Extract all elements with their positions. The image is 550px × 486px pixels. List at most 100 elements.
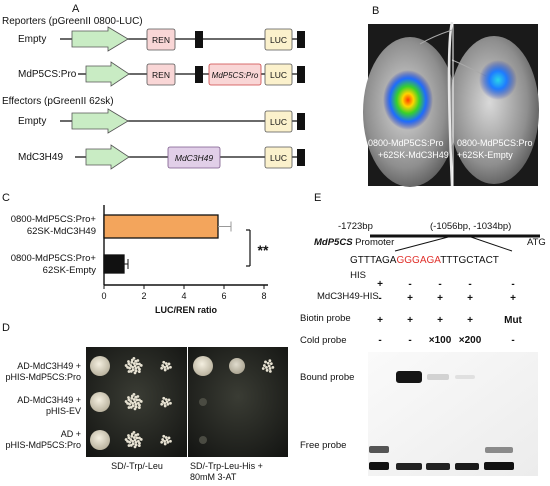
colony-dot (131, 404, 135, 408)
promoter-word: Promoter (353, 237, 395, 248)
luc-box (264, 28, 293, 51)
colony-dot (169, 365, 172, 369)
construct-reporter-mdp5cs: MdP5CS:Pro REN MdP5CS:Pro LUC (18, 61, 305, 87)
terminator-block (195, 31, 203, 48)
colony-dot (127, 360, 130, 363)
colony-dot (163, 442, 167, 446)
seq-flank-5: GTTTAGA (350, 255, 397, 266)
colony-dot (167, 362, 171, 366)
bar-2 (103, 254, 125, 274)
colony-dot (267, 364, 271, 368)
construct-effector-mdc3h49: MdC3H49 MdC3H49 LUC (18, 144, 305, 170)
insert-label: MdP5CS:Pro (212, 71, 259, 80)
colony-dot (137, 439, 140, 443)
yeast-colony (193, 356, 213, 376)
luc-label: LUC (270, 153, 287, 163)
motif-zoom-line (467, 235, 513, 252)
seq-flank-3: TTTGCTACT (440, 255, 499, 266)
category-label-1a: 0800-MdP5CS:Pro+ (11, 214, 97, 225)
emsa-lane-value: + (377, 315, 383, 326)
y1h-label-line: pHIS-EV (46, 406, 81, 416)
ren-box (146, 63, 176, 86)
colony-dot (261, 367, 265, 370)
free-band (485, 447, 513, 453)
free-probe-label: Free probe (300, 440, 346, 451)
construct-effector-empty: Empty LUC (18, 108, 305, 134)
colony-dot (161, 438, 165, 441)
colony-dot (132, 392, 136, 396)
yeast-colony (90, 356, 110, 376)
panel-letter-d: D (2, 322, 10, 334)
seq-motif: GGGAGA (396, 255, 441, 266)
plate2-label-1: SD/-Trp-Leu-His + (190, 461, 263, 471)
colony-dot (161, 364, 165, 367)
luc-label: LUC (270, 70, 287, 80)
colony-dot (162, 360, 166, 364)
colony-dot (127, 398, 131, 402)
x-tick-label: 0 (101, 291, 106, 301)
emsa-gel (368, 352, 538, 476)
colony-dot (169, 439, 172, 443)
leaf-right-label-1: 0800-MdP5CS:Pro (457, 138, 533, 148)
x-tick-label: 2 (141, 291, 146, 301)
colony-dot (134, 440, 138, 444)
emsa-lane-value: - (511, 335, 514, 346)
terminator-block (297, 66, 305, 83)
emsa-row-label: Cold probe (300, 335, 346, 346)
yeast-colony-faint (199, 398, 207, 406)
colony-dot (166, 402, 170, 406)
colony-dot (132, 398, 136, 401)
colony-dot (137, 444, 141, 448)
colony-dot (137, 365, 140, 369)
colony-dot (266, 361, 270, 365)
free-band (426, 463, 450, 470)
emsa-lane-value: + (467, 315, 473, 326)
colony-dot (132, 356, 136, 360)
free-band (369, 446, 389, 453)
luciferase-signal-weak (479, 60, 517, 100)
luc-box (264, 63, 293, 86)
plate-sd-trp-leu-his (188, 347, 288, 457)
emsa-row-label: HIS (350, 270, 366, 281)
bound-band (455, 375, 475, 379)
ren-label: REN (152, 70, 170, 80)
free-band (396, 463, 422, 470)
colony-dot (166, 366, 170, 370)
luciferase-signal-strong (383, 70, 433, 130)
colony-dot (134, 402, 138, 406)
motif-zoom-line (394, 235, 453, 252)
reporter-header: Reporters (pGreenII 0800-LUC) (2, 16, 143, 27)
colony-dot (133, 438, 137, 442)
y1h-label-row-2: AD-MdC3H49 + pHIS-EV (17, 395, 81, 416)
colony-dot (132, 430, 136, 434)
panel-letter-c: C (2, 192, 10, 204)
y1h-label-line: AD-MdC3H49 + (17, 361, 81, 371)
emsa-lane-value: + (407, 293, 413, 304)
emsa-lane-value: - (378, 293, 381, 304)
colony-dot (138, 441, 141, 445)
colony-dot (131, 439, 134, 443)
terminator-block (297, 31, 305, 48)
colony-dot (167, 398, 171, 402)
colony-dot (128, 440, 132, 444)
plate2-label-2: 80mM 3-AT (190, 472, 237, 482)
colony-dot (163, 368, 167, 372)
colony-dot (139, 400, 143, 403)
gel-image (368, 352, 538, 476)
yeast-colony-faint (199, 436, 207, 444)
colony-dot (124, 364, 128, 367)
panel-letter-b: B (372, 5, 379, 17)
emsa-lane-value: - (438, 279, 441, 290)
effector-header: Effectors (pGreenII 62sk) (2, 96, 114, 107)
category-label-2b: 62SK-Empty (43, 265, 97, 276)
y1h-label-line: pHIS-MdP5CS:Pro (5, 372, 81, 382)
colony-dot (265, 368, 269, 372)
category-label-1b: 62SK-MdC3H49 (27, 226, 96, 237)
luc-label: LUC (270, 35, 287, 45)
luc-box (264, 110, 293, 133)
colony-dot (133, 400, 137, 404)
panel-letter-a: A (72, 3, 80, 15)
colony-dot (133, 445, 137, 449)
